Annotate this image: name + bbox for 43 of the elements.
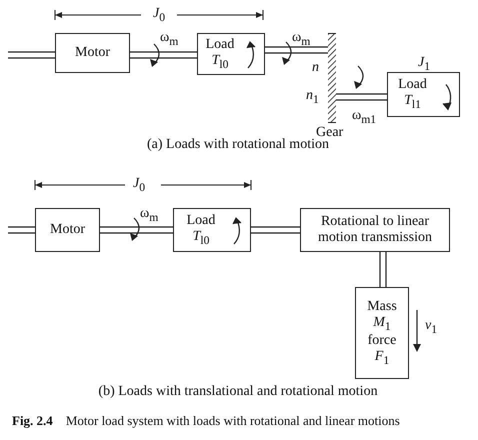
- box-text: Mass: [367, 298, 397, 315]
- subfigure-caption: (b) Loads with translational and rotational motion: [98, 384, 378, 400]
- symbol-label: n: [312, 60, 319, 76]
- box-text: M$_{1}$: [373, 314, 391, 333]
- part-label: Gear: [316, 125, 344, 140]
- shaft: [7, 51, 56, 59]
- shaft: [7, 226, 36, 234]
- shaft: [129, 51, 198, 59]
- box-text: Rotational to linear motion transmission: [317, 214, 433, 246]
- box-text: Motor: [75, 44, 110, 62]
- mass-box: [355, 287, 409, 379]
- motor-box: [55, 33, 130, 73]
- edge-label: ω$_{m}$: [160, 30, 178, 49]
- transmission-box: [300, 208, 450, 252]
- edge-label: ω$_{m}$: [140, 206, 158, 225]
- shaft: [379, 251, 387, 288]
- load-box: [173, 208, 251, 252]
- symbol-label: v$_{1}$: [425, 318, 438, 337]
- shaft: [264, 46, 329, 54]
- load-box: [197, 33, 265, 75]
- gear-bar: [328, 33, 336, 123]
- box-text: T$_{l0}$: [212, 52, 228, 72]
- box-text: force: [368, 333, 396, 350]
- box-text: Load: [398, 77, 427, 94]
- symbol-label: n$_{1}$: [306, 88, 319, 107]
- symbol-label: J$_{0}$: [153, 6, 166, 25]
- box-text: T$_{l0}$: [192, 228, 210, 248]
- box-text: T$_{l1}$: [404, 93, 421, 112]
- figure-caption: Fig. 2.4 Motor load system with loads with rotational and linear motions: [12, 414, 400, 428]
- shaft: [335, 93, 388, 101]
- motor-box: [35, 208, 100, 252]
- box-text: Load: [206, 36, 234, 53]
- shaft: [99, 226, 174, 234]
- subfigure-caption: (a) Loads with rotational motion: [147, 137, 329, 152]
- box-text: Motor: [50, 222, 85, 238]
- load-box: [387, 72, 460, 117]
- box-text: Load: [186, 212, 216, 229]
- edge-label: ω$_{m1}$: [352, 108, 376, 127]
- symbol-label: J$_{0}$: [133, 176, 146, 195]
- box-text: F$_{1}$: [374, 349, 390, 368]
- shaft: [250, 226, 301, 234]
- symbol-label: J$_{1}$: [418, 55, 430, 74]
- edge-label: ω$_{m}$: [292, 30, 310, 49]
